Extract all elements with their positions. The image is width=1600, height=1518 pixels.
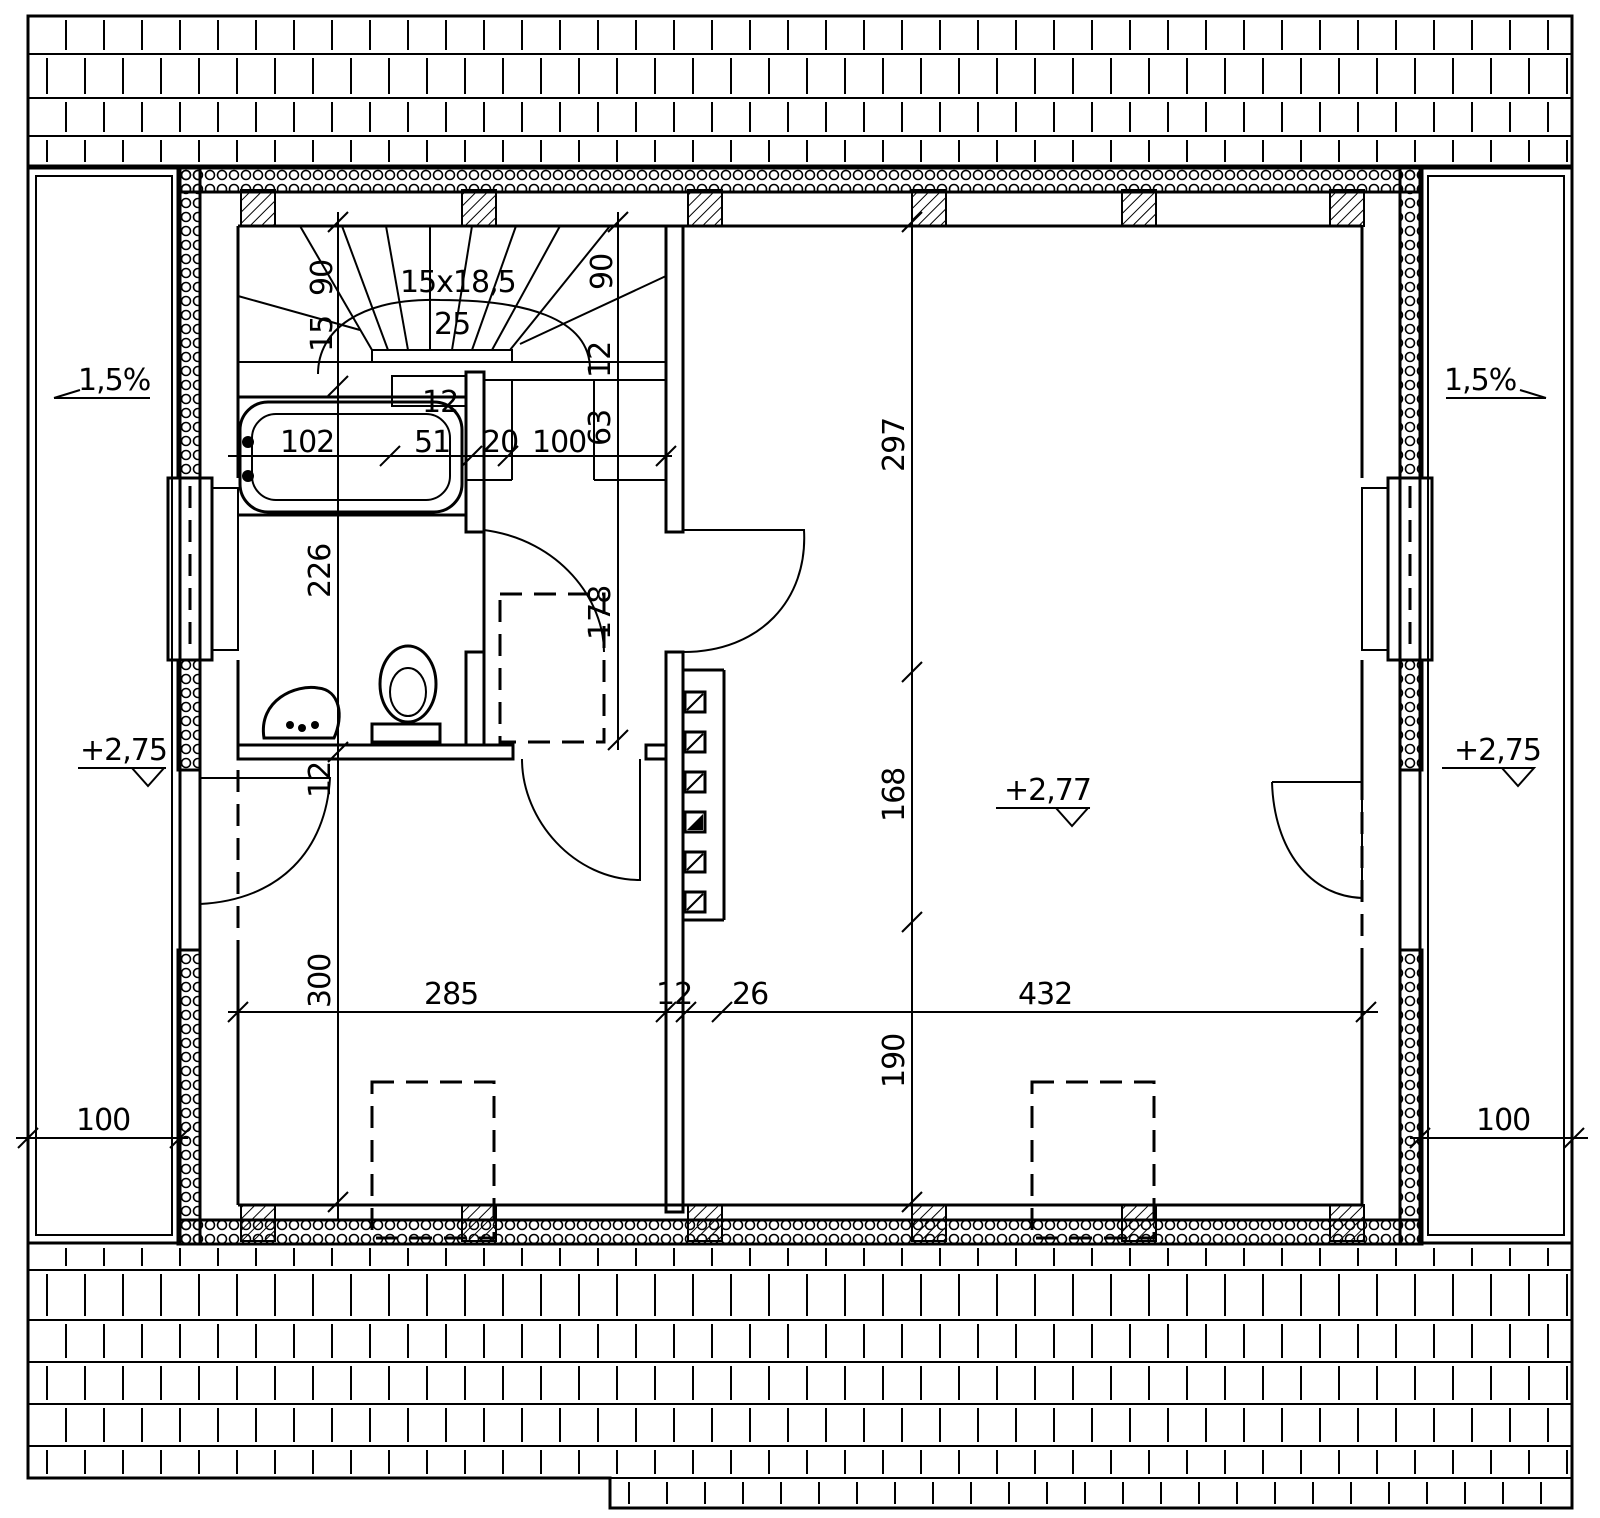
right-balcony	[1418, 166, 1574, 1245]
dim-63: 63	[583, 410, 618, 446]
dim-51: 51	[414, 425, 450, 460]
dim-285: 285	[424, 977, 478, 1012]
roof-tiles-top	[26, 14, 1574, 168]
dim-12-mid: 12	[656, 977, 692, 1012]
roof-tiles-bottom	[26, 1244, 1574, 1510]
doors	[199, 529, 1363, 905]
level-left: +2,75	[80, 733, 167, 768]
toilet	[370, 644, 442, 744]
slope-right: 1,5%	[1444, 363, 1516, 398]
dimension-lines	[16, 211, 1588, 1220]
washbasin	[261, 685, 341, 740]
level-markers	[53, 389, 1547, 828]
outer-walls	[176, 166, 1424, 1246]
dim-15: 15	[305, 316, 340, 352]
level-right: +2,75	[1454, 733, 1541, 768]
dim-20: 20	[482, 425, 518, 460]
dim-12-left: 12	[303, 762, 338, 798]
dim-102: 102	[280, 425, 334, 460]
stair-tread: 25	[434, 307, 470, 342]
dim-168: 168	[877, 768, 912, 822]
dim-100-top: 100	[532, 425, 586, 460]
dim-432: 432	[1018, 977, 1072, 1012]
dim-297: 297	[877, 418, 912, 472]
left-balcony	[26, 166, 182, 1245]
dim-90-right: 90	[585, 254, 620, 290]
dim-100-left: 100	[76, 1103, 130, 1138]
stair-steps: 15x18,5	[400, 265, 516, 300]
partitions	[236, 224, 726, 1214]
vent-shafts	[683, 690, 707, 914]
right-window	[1361, 476, 1434, 662]
dim-100-right: 100	[1476, 1103, 1530, 1138]
dim-190: 190	[877, 1034, 912, 1088]
level-room: +2,77	[1004, 773, 1091, 808]
staircase	[237, 225, 667, 375]
dim-178: 178	[583, 586, 618, 640]
dim-12-stair: 12	[583, 342, 618, 378]
dim-26: 26	[732, 977, 768, 1012]
dim-226: 226	[303, 544, 338, 598]
dim-90-left: 90	[305, 260, 340, 296]
dim-12-bath: 12	[422, 385, 458, 420]
left-window	[166, 476, 239, 662]
dim-300: 300	[303, 954, 338, 1008]
roof-posts	[240, 189, 1365, 1242]
hidden-fixtures	[236, 592, 1364, 1240]
slope-left: 1,5%	[78, 363, 150, 398]
